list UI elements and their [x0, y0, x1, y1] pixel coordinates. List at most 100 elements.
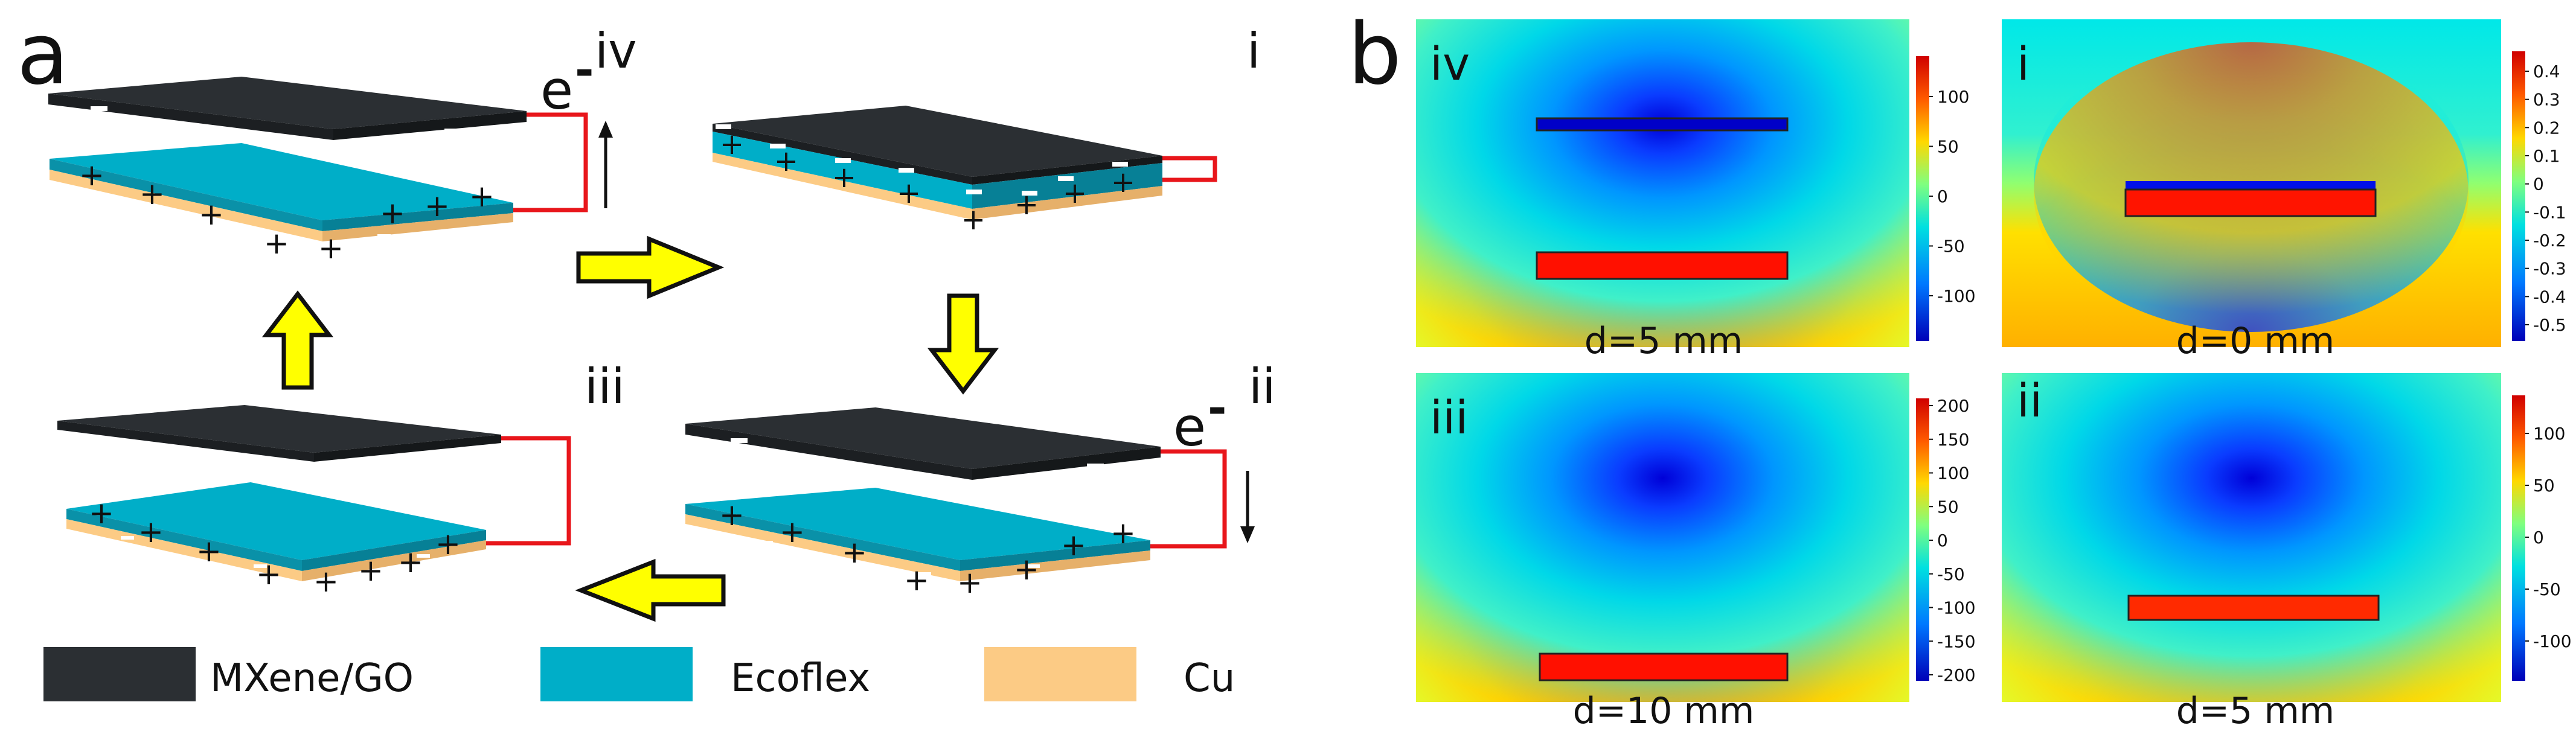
plot-iv-label: iv — [1430, 37, 1470, 91]
stage-iv-label: iv — [595, 23, 637, 79]
plus-sign: + — [425, 188, 450, 223]
plus-sign: + — [318, 231, 344, 266]
plus-sign: + — [1014, 552, 1039, 587]
colorbar-tick-label: 50 — [1937, 137, 1959, 157]
plus-sign: + — [1061, 528, 1086, 563]
colorbar-tick-label: -100 — [2533, 631, 2572, 651]
arrow-down — [927, 293, 999, 395]
colorbar-tick-label: 0.2 — [2533, 118, 2560, 138]
plus-sign: + — [380, 196, 405, 231]
plus-sign: + — [313, 564, 339, 599]
plus-sign: + — [904, 563, 929, 598]
mxene-layer — [713, 106, 1162, 177]
plot-iv-caption: d=5 mm — [1584, 320, 1743, 362]
plus-sign: + — [720, 127, 744, 161]
legend-label-cu: Cu — [1184, 656, 1235, 701]
colorbar-tick-label: 100 — [1937, 464, 1969, 483]
stage-iv-charge: e — [540, 59, 573, 121]
cu-layer — [685, 514, 960, 581]
legend-swatch-cu — [984, 647, 1136, 701]
plot-ii-label: ii — [2017, 374, 2042, 427]
field-plot-ii: ii d=5 mm — [2002, 373, 2501, 732]
colorbar-ii: 100 50 0 -50 -100 — [2512, 395, 2572, 681]
field-plot-iv: iv d=5 mm — [1416, 19, 1909, 362]
legend-label-mxene: MXene/GO — [210, 656, 414, 701]
plot-iii-caption: d=10 mm — [1573, 690, 1755, 732]
colorbar-iii: 200 150 100 50 0 -50 -100 -150 -200 — [1916, 396, 1976, 685]
colorbar-tick-label: -0.5 — [2533, 315, 2566, 335]
plus-sign: + — [719, 497, 745, 532]
colorbar-tick-label: 0.3 — [2533, 90, 2560, 110]
stage-ii-charge: e — [1173, 396, 1206, 458]
ecoflex-layer — [50, 143, 513, 220]
stage-iv: ++ ++ ++ ++ e - iv — [48, 23, 637, 266]
cu-layer — [713, 153, 972, 220]
colorbar-tick-label: 0 — [2533, 174, 2544, 194]
ecoflex-layer — [66, 482, 486, 560]
cu-layer — [50, 170, 322, 241]
plus-sign: + — [842, 535, 867, 570]
plus-sign: + — [139, 176, 165, 211]
mxene-layer — [48, 77, 527, 129]
plus-sign: + — [469, 179, 495, 214]
stage-ii: ++ ++ ++ ++ e - ii — [685, 359, 1275, 600]
plot-i-label: i — [2017, 37, 2030, 91]
negative-charges — [91, 106, 461, 157]
wire — [1162, 156, 1217, 182]
colorbar-tick-label: -0.3 — [2533, 259, 2566, 279]
colorbar-i: 0.40.30.20.10-0.1-0.2-0.3-0.4-0.5 — [2512, 51, 2566, 341]
colorbar-tick-label: -100 — [1937, 598, 1976, 618]
colorbar-tick-label: 0.4 — [2533, 62, 2560, 81]
plus-sign: + — [780, 514, 805, 549]
colorbar-tick-label: 0 — [1937, 531, 1948, 550]
colorbar-tick-label: 200 — [1937, 396, 1969, 416]
legend: MXene/GO Ecoflex Cu — [43, 647, 1235, 701]
plus-sign: + — [832, 161, 856, 194]
mxene-layer — [685, 407, 1161, 469]
legend-label-ecoflex: Ecoflex — [731, 656, 870, 701]
colorbar-tick-label: -50 — [1937, 237, 1965, 257]
cycle-arrows — [261, 235, 999, 622]
wire — [513, 112, 588, 212]
plus-sign: + — [961, 203, 985, 237]
arrow-left — [575, 558, 726, 622]
panel-b-label: b — [1348, 5, 1402, 104]
plus-sign: + — [774, 144, 798, 178]
colorbar-tick-label: 0 — [2533, 528, 2544, 547]
legend-swatch-mxene — [43, 647, 196, 701]
plot-ii-caption: d=5 mm — [2176, 690, 2335, 732]
colorbar-tick-label: 0.1 — [2533, 146, 2560, 166]
colorbar-tick-label: 50 — [1937, 497, 1959, 517]
colorbar-tick-label: -0.2 — [2533, 231, 2566, 250]
colorbar-ticks-iii: 200 150 100 50 0 -50 -100 -150 -200 — [1929, 396, 1976, 685]
colorbar-tick-label: -50 — [2533, 579, 2561, 599]
field-plot-i: i d=0 mm — [2002, 19, 2501, 362]
ecoflex-layer — [685, 488, 1150, 560]
plus-sign: + — [398, 544, 423, 579]
colorbar-tick-label: 0 — [1937, 187, 1948, 206]
colorbar-tick-label: -150 — [1937, 631, 1976, 651]
mxene-layer — [57, 405, 501, 453]
legend-swatch-ecoflex — [540, 647, 693, 701]
arrow-right — [576, 235, 725, 299]
plot-i-caption: d=0 mm — [2176, 320, 2335, 362]
colorbar-ticks-ii: 100 50 0 -50 -100 — [2525, 424, 2572, 651]
plus-sign: + — [196, 534, 222, 569]
plus-sign: + — [957, 565, 982, 600]
field-plot-iii: iii d=10 mm — [1416, 373, 1909, 732]
plus-sign: + — [1110, 515, 1136, 550]
positive-charges: ++ ++ ++ ++ — [79, 158, 495, 266]
colorbar-tick-label: -200 — [1937, 665, 1976, 685]
plus-sign: + — [138, 514, 164, 549]
colorbar-tick-label: 150 — [1937, 430, 1969, 450]
wire — [1150, 449, 1227, 549]
colorbar-tick-label: -50 — [1937, 564, 1965, 584]
colorbar-tick-label: 100 — [2533, 424, 2565, 444]
colorbar-tick-label: -0.4 — [2533, 287, 2566, 307]
stage-i-label: i — [1247, 23, 1260, 79]
cu-layer — [66, 519, 302, 581]
colorbar-tick-label: 50 — [2533, 476, 2555, 496]
